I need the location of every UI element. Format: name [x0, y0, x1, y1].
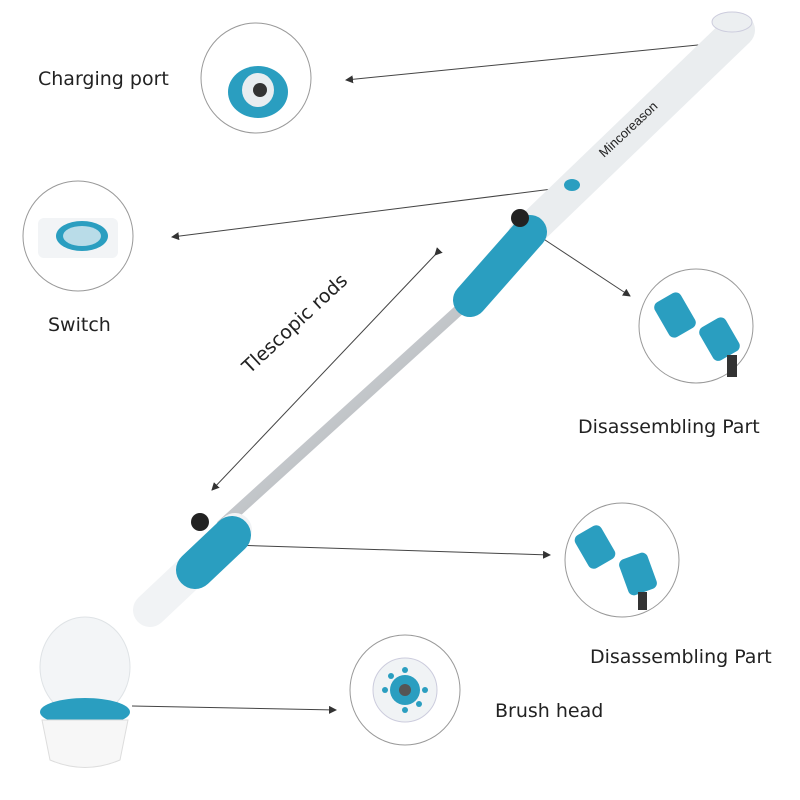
detail-switch — [22, 180, 134, 292]
detail-disassembling-bottom — [564, 502, 680, 618]
detail-brush-head — [349, 634, 461, 746]
bristles — [41, 719, 129, 768]
disassembling-bottom-pointer — [231, 544, 551, 559]
disassembling-top-pointer — [535, 233, 631, 297]
handle — [508, 13, 755, 252]
label-brush-head: Brush head — [495, 700, 604, 722]
switch-button — [564, 179, 580, 191]
brush-ring — [40, 698, 130, 726]
upper-lock-button — [511, 209, 529, 227]
handle-cap — [711, 11, 753, 33]
label-switch: Switch — [48, 314, 111, 336]
label-charging-port: Charging port — [38, 68, 169, 90]
pointer-lines — [131, 41, 729, 714]
switch-pointer — [171, 187, 561, 241]
charging-port-pointer — [345, 41, 729, 84]
telescopic-rods-arrow — [211, 247, 443, 491]
brush-head-pointer — [131, 705, 337, 714]
steel-rod — [216, 294, 476, 531]
spin-scrubber: Mincoreason — [39, 11, 755, 768]
upper-blue-collar — [453, 215, 547, 317]
label-disassembling-part-top: Disassembling Part — [578, 416, 760, 438]
detail-disassembling-top — [638, 268, 754, 384]
lower-lock-button — [191, 513, 209, 531]
detail-charging-port — [200, 22, 312, 134]
lower-blue-collar — [176, 516, 251, 589]
label-disassembling-part-bottom: Disassembling Part — [590, 646, 772, 668]
